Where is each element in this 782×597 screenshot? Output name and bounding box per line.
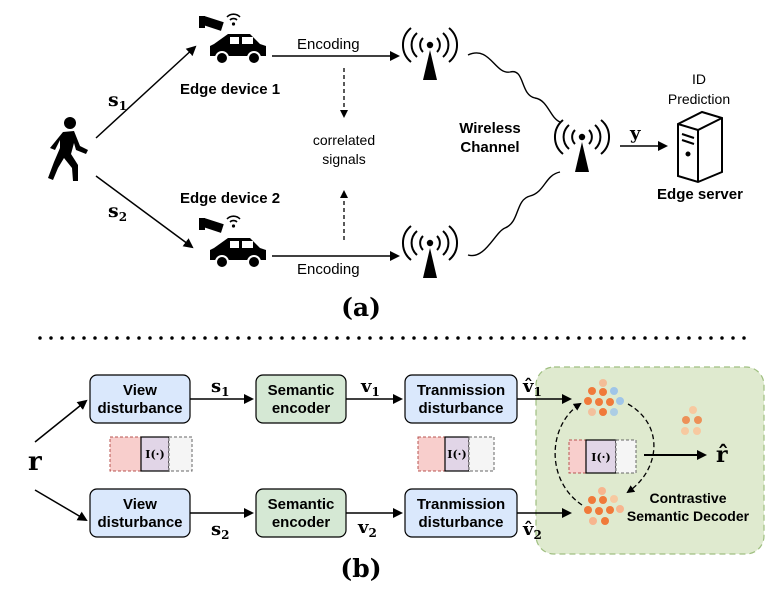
arrow-r-to-view2 <box>34 489 88 522</box>
feature-cluster-output <box>681 406 702 435</box>
server-icon <box>677 110 723 184</box>
edge-device-2-icon <box>199 215 266 269</box>
transmission-disturbance-2-line1: Tranmission <box>417 496 505 513</box>
wireless-label-1: Wireless <box>459 120 521 137</box>
semantic-encoder-1-line1: Semantic <box>268 382 335 399</box>
antenna-icon-top <box>401 27 459 80</box>
identity-block-transmission: I(·) <box>417 436 495 472</box>
s2-label: s2 <box>108 200 127 224</box>
input-r-label: r <box>28 447 42 477</box>
semantic-encoder-1-line2: encoder <box>272 400 331 417</box>
edge-device-1-label: Edge device 1 <box>180 81 280 98</box>
feature-cluster-bottom <box>584 487 624 525</box>
identity-label-decoder: I(·) <box>591 451 610 464</box>
view-disturbance-2-line1: View <box>123 496 157 513</box>
camera-icon <box>199 13 241 31</box>
identity-label-view: I(·) <box>145 448 164 461</box>
view-disturbance-2-line2: disturbance <box>97 514 182 531</box>
arrow-r-to-view1 <box>34 399 88 443</box>
arrow-to-device2 <box>95 175 194 249</box>
semantic-encoder-2-line2: encoder <box>272 514 331 531</box>
identity-block-decoder: I(·) <box>568 439 637 474</box>
arrow-to-device1 <box>95 45 197 139</box>
identity-block-view: I(·) <box>109 436 193 472</box>
s1-label-b: s1 <box>211 376 230 399</box>
id-prediction-label-2: Prediction <box>668 91 730 107</box>
s2-label-b: s2 <box>211 519 230 542</box>
view-disturbance-1-line1: View <box>123 382 157 399</box>
identity-label-transmission: I(·) <box>447 448 466 461</box>
decoder-label-1: Contrastive <box>649 490 726 506</box>
vhat2-label: v̂2 <box>522 519 542 542</box>
vhat1-label: v̂1 <box>522 376 542 399</box>
transmission-disturbance-1-line1: Tranmission <box>417 382 505 399</box>
edge-server-label: Edge server <box>657 186 743 203</box>
car-icon <box>210 238 266 269</box>
correlated-label-2: signals <box>322 151 366 167</box>
car-icon <box>210 34 266 65</box>
decoder-label-2: Semantic Decoder <box>627 508 750 524</box>
transmission-disturbance-2-line2: disturbance <box>418 514 503 531</box>
encoding-top-label: Encoding <box>297 36 360 53</box>
feature-cluster-top <box>584 379 624 416</box>
s1-label: s1 <box>108 89 127 113</box>
part-a-label: (a) <box>341 293 381 322</box>
antenna-icon-bottom <box>401 225 459 278</box>
part-b-label: (b) <box>340 554 381 583</box>
view-disturbance-1-line2: disturbance <box>97 400 182 417</box>
wireless-label-2: Channel <box>460 139 519 156</box>
id-prediction-label-1: ID <box>692 71 706 87</box>
wireless-wave-bottom <box>467 171 561 257</box>
semantic-encoder-2-line1: Semantic <box>268 496 335 513</box>
v1-label: v1 <box>360 376 380 399</box>
contrastive-arrow-up <box>554 402 583 506</box>
edge-device-2-label: Edge device 2 <box>180 190 280 207</box>
v2-label: v2 <box>357 517 377 540</box>
pedestrian-icon <box>48 117 88 181</box>
transmission-disturbance-1-line2: disturbance <box>418 400 503 417</box>
y-label: y <box>629 123 641 144</box>
wireless-wave-top <box>467 52 561 123</box>
camera-icon <box>199 215 241 233</box>
correlated-label-1: correlated <box>313 132 375 148</box>
edge-device-1-icon <box>199 13 266 65</box>
encoding-bottom-label: Encoding <box>297 261 360 278</box>
output-r-label: r̂ <box>716 442 728 468</box>
antenna-icon-server <box>553 119 611 172</box>
